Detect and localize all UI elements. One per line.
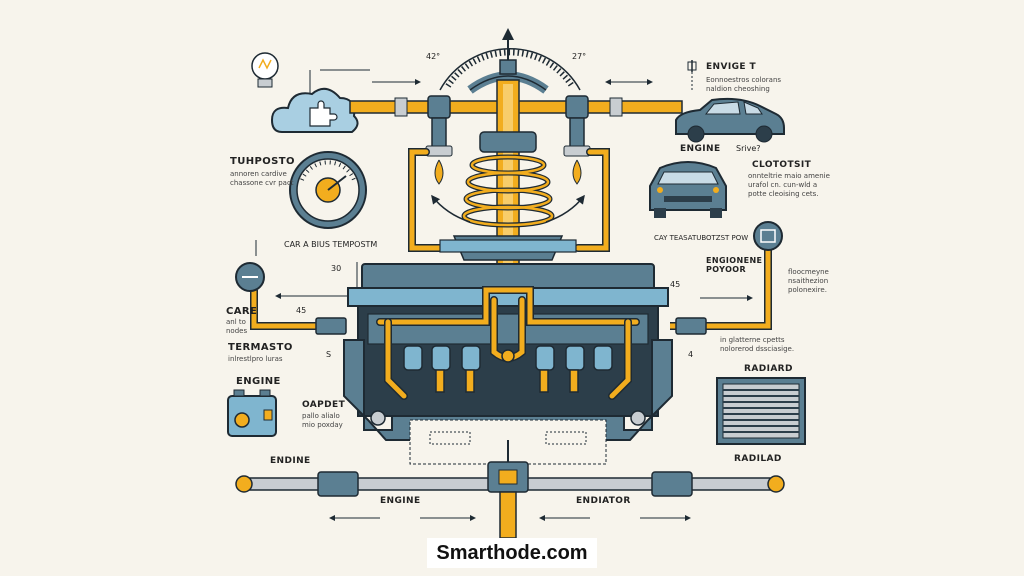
label-engine-bottom: ENGINE — [380, 496, 421, 506]
temperature-gauge-icon — [289, 151, 367, 229]
desc-termasto: inlrestlpro luras — [228, 355, 283, 363]
thermostat-cap — [467, 59, 549, 94]
label-termasto: TERMASTO — [228, 342, 293, 353]
label-endine: ENDINE — [270, 456, 311, 466]
label-care: CARE — [226, 306, 258, 317]
gauge-value: 30 — [331, 264, 342, 273]
brand-watermark: Smarthode.com — [427, 538, 597, 568]
value-s: S — [326, 350, 332, 359]
label-tuhposto: TUHPOSTO — [230, 156, 295, 167]
bottom-pipe — [235, 440, 785, 539]
desc-engionene: floocmeyne nsaithezion polonexire. — [788, 268, 829, 294]
desc-care: anl to nodes — [226, 318, 248, 335]
label-srive: Srive? — [736, 144, 761, 153]
desc-envige: Eonnoestros colorans naldion cheoshing — [706, 76, 782, 93]
desc-glatterne: in glatterne cpetts nolorerod dssciasige… — [720, 336, 795, 353]
map-pin-icon — [687, 60, 697, 92]
cloud-icon — [270, 87, 359, 133]
label-engine-right: ENGINE — [680, 144, 721, 154]
label-endiator-bottom: ENDIATOR — [576, 496, 631, 506]
label-engine-left: ENGINE — [236, 376, 281, 387]
label-engionene: ENGIONENE POYOOR — [706, 256, 763, 274]
coolant-channels — [376, 286, 640, 400]
left-dropper — [425, 117, 453, 185]
right-dropper — [563, 117, 591, 185]
engine-cylinders — [403, 345, 613, 393]
value-45-left: 45 — [296, 306, 307, 315]
right-dial-icon — [753, 221, 783, 251]
label-oapdet: OAPDET — [302, 400, 346, 410]
desc-clototsit: onnteltrie maio amenie urafol cn. cun-wl… — [748, 172, 830, 198]
value-4: 4 — [688, 350, 694, 359]
radiator-icon — [716, 377, 806, 445]
desc-tuhposto: annoren cardive chassone cvr pact — [230, 170, 294, 187]
label-radilad: RADILAD — [734, 454, 782, 464]
temperature-arc — [439, 28, 581, 91]
battery-icon — [227, 389, 277, 437]
thermostat-spring — [439, 79, 577, 291]
label-clototsit: CLOTOTSIT — [752, 160, 812, 170]
car-front-icon — [649, 161, 727, 218]
desc-oapdet: pallo alialo mio poxday — [302, 412, 343, 429]
bypass-pipes — [408, 148, 610, 252]
label-cay: CAY TEASATUBOTZST POW — [654, 234, 749, 242]
side-pipes — [250, 250, 772, 335]
label-radiard: RADIARD — [744, 364, 793, 374]
label-envige: ENVIGE T — [706, 62, 757, 72]
flow-arrows — [431, 194, 585, 223]
gauge-caption: CAR A BIUS TEMPOSTM — [284, 240, 378, 249]
lightbulb-icon — [251, 52, 279, 88]
value-42-degrees: 42° — [426, 52, 441, 61]
value-45-right: 45 — [670, 280, 681, 289]
car-side-icon — [675, 97, 785, 143]
value-27-degrees: 27° — [572, 52, 587, 61]
left-dial-icon — [235, 262, 265, 292]
